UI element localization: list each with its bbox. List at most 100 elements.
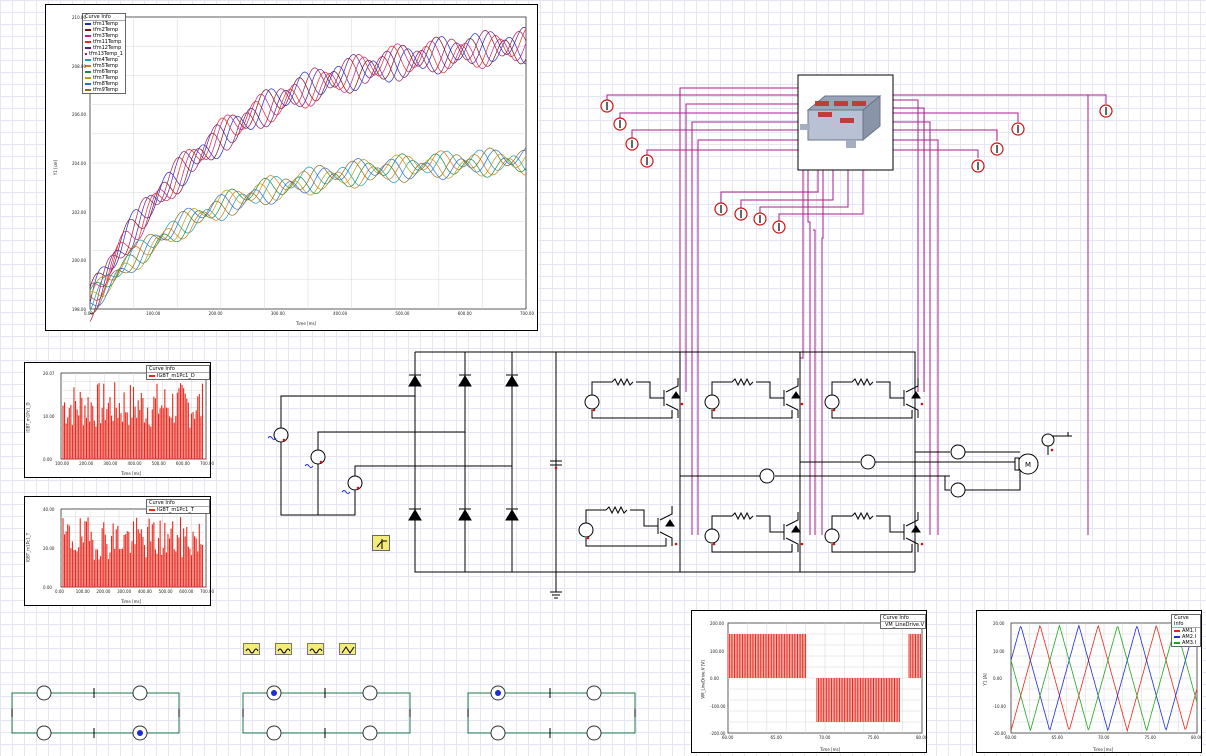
y-tick-label: 20.00 — [993, 621, 1005, 626]
phase-legend[interactable]: Curve Info AM1.I AM2.I AM3.I — [1171, 614, 1201, 647]
legend-label: tfm7Temp — [93, 75, 119, 81]
legend-item: tfm8Temp — [83, 81, 125, 87]
x-tick-label: 200.00 — [208, 311, 223, 316]
legend-item: tfm5Temp — [83, 63, 125, 69]
y-tick-label: 100.00 — [710, 648, 724, 654]
x-tick-label: 300.00 — [270, 311, 285, 316]
y-axis-label: Y1 [A] — [982, 673, 988, 686]
y-tick-label: 0.00 — [710, 676, 719, 681]
y-tick-label: 198.00 — [72, 307, 86, 312]
y-tick-label: 0.00 — [43, 585, 52, 590]
legend-item: tfm13Temp_1 — [83, 51, 125, 57]
x-tick-label: 65.00 — [1051, 735, 1063, 740]
legend-swatch — [85, 53, 88, 55]
x-tick-label: 0.00 — [84, 311, 93, 316]
x-tick-label: 500.00 — [158, 589, 173, 594]
temperature-curve — [89, 147, 527, 314]
x-tick-label: 700.00 — [200, 589, 214, 594]
current-spikes — [62, 382, 203, 459]
legend-item: VM_LineDrive.V — [885, 622, 924, 628]
y-tick-label: 210.00 — [72, 15, 86, 20]
ac-voltage-sources — [273, 427, 363, 491]
curd-legend[interactable]: Curve Info IGBT_m1Pc1_D — [146, 365, 210, 380]
x-tick-label: 75.00 — [867, 735, 879, 740]
sequence-circuits — [11, 692, 636, 734]
legend-item: AM3.I — [1182, 640, 1196, 646]
y-tick-label: 40.00 — [43, 507, 55, 512]
legend-swatch — [85, 47, 91, 49]
line-voltage-plot[interactable]: Curve Info VM_LineDrive.V VM_LineDrive.V… — [691, 610, 927, 753]
x-tick-label: 60.00 — [722, 735, 734, 740]
temperature-curve — [89, 149, 527, 312]
motor-symbol[interactable]: M — [1014, 453, 1039, 475]
x-tick-label: 700.00 — [520, 311, 534, 316]
ammeters — [759, 433, 1055, 498]
x-tick-label: 200.00 — [79, 461, 94, 466]
igbt-module-block[interactable] — [797, 74, 894, 171]
power-circuit — [280, 351, 1072, 599]
plot-grid — [89, 16, 527, 310]
y-tick-label: 0.00 — [43, 457, 52, 462]
waveform-block-4[interactable] — [339, 643, 356, 655]
x-axis-label: Time [ms] — [296, 321, 317, 326]
legend-label: tfm13Temp_1 — [89, 51, 123, 57]
temperature-curve — [89, 150, 527, 300]
x-tick-label: 400.00 — [137, 589, 152, 594]
legend-label: tfm1Temp — [93, 21, 119, 27]
y-axis-label: IGBT_m1Pc1_D — [25, 402, 31, 433]
y-tick-label: 20.07 — [43, 371, 55, 376]
waveform-block-2[interactable] — [275, 643, 292, 655]
y-tick-label: 200.00 — [72, 258, 86, 264]
x-tick-label: 100.00 — [75, 589, 90, 594]
x-tick-label: 500.00 — [151, 461, 166, 466]
x-tick-label: 70.00 — [819, 735, 831, 740]
legend-title: Curve Info — [147, 366, 209, 373]
x-tick-label: 700.00 — [200, 461, 214, 466]
legend-item: IGBT_m1Pc1_D — [157, 373, 195, 379]
x-tick-label: 400.00 — [333, 311, 348, 316]
legend-item: tfm1Temp — [83, 21, 125, 27]
legend-label: tfm3Temp — [93, 33, 119, 39]
legend-title: Curve Info — [147, 500, 209, 507]
legend-swatch — [85, 83, 91, 85]
temperature-curve — [89, 28, 527, 301]
igbt-transistor-current-plot[interactable]: Curve Info IGBT_m1Pc1_T IGBT_m1Pc1_T Tim… — [24, 496, 214, 606]
igbt-switches — [578, 377, 921, 553]
legend-label: tfm6Temp — [93, 69, 119, 75]
pwm-control-block[interactable] — [372, 535, 390, 551]
current-spikes — [62, 517, 203, 587]
x-axis-label: Time [ms] — [121, 599, 142, 604]
y-tick-label: -100.00 — [710, 703, 726, 709]
dc-link-capacitor — [550, 460, 562, 466]
plot-grid — [1010, 622, 1198, 734]
temperature-curve — [89, 30, 527, 322]
phase-current-plot[interactable]: Curve Info AM1.I AM2.I AM3.I Y1 [A] Time… — [976, 610, 1202, 753]
legend-swatch — [85, 89, 91, 91]
phase-current-curve — [1010, 624, 1198, 732]
temperature-curve — [89, 27, 527, 314]
legend-label: tfm11Temp — [93, 39, 122, 45]
x-tick-label: 100.00 — [55, 461, 69, 466]
y-tick-label: 20.00 — [43, 546, 55, 551]
legend-swatch — [85, 29, 91, 31]
y-tick-label: 204.00 — [72, 161, 86, 166]
volt-legend[interactable]: Curve Info VM_LineDrive.V — [880, 614, 926, 629]
temperature-curve — [89, 38, 527, 288]
legend-label: tfm4Temp — [93, 57, 119, 63]
node-markers — [282, 402, 1054, 546]
legend-label: tfm5Temp — [93, 63, 119, 69]
legend-swatch — [85, 35, 91, 37]
y-tick-label: 10.00 — [993, 648, 1005, 654]
igbt-diode-current-plot[interactable]: Curve Info IGBT_m1Pc1_D IGBT_m1Pc1_D Tim… — [24, 362, 214, 478]
curt-legend[interactable]: Curve Info IGBT_m1Pc1_T — [146, 499, 210, 514]
waveform-block-3[interactable] — [307, 643, 324, 655]
x-tick-label: 300.00 — [117, 589, 132, 594]
legend-item: AM2.I — [1182, 634, 1196, 640]
y-axis-label: Y1 [cel] — [53, 159, 59, 176]
x-tick-label: 60.00 — [1005, 735, 1017, 740]
x-tick-label: 70.00 — [1098, 735, 1110, 740]
y-tick-label: -10.00 — [993, 703, 1006, 709]
waveform-block-1[interactable] — [243, 643, 260, 655]
